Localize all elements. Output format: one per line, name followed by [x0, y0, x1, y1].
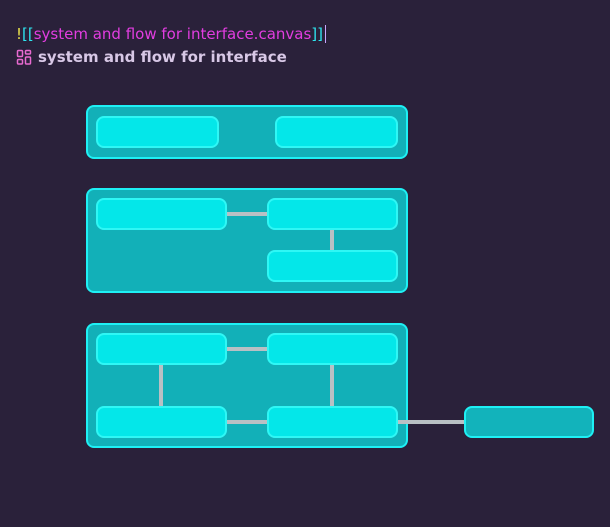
canvas-node[interactable]: [267, 406, 398, 438]
canvas-edge[interactable]: [396, 420, 466, 424]
canvas-node[interactable]: [267, 333, 398, 365]
embed-title[interactable]: system and flow for interface: [16, 46, 287, 68]
canvas-embed[interactable]: [0, 80, 610, 527]
embed-title-text: system and flow for interface: [38, 48, 287, 66]
canvas-node[interactable]: [267, 198, 398, 230]
canvas-edge[interactable]: [330, 364, 334, 406]
canvas-icon: [16, 49, 33, 66]
canvas-edge[interactable]: [226, 420, 268, 424]
canvas-edge[interactable]: [226, 347, 268, 351]
canvas-node[interactable]: [267, 250, 398, 282]
embed-target-link[interactable]: system and flow for interface.canvas: [33, 25, 312, 43]
canvas-node[interactable]: [464, 406, 594, 438]
canvas-node[interactable]: [96, 333, 227, 365]
canvas-node[interactable]: [96, 406, 227, 438]
canvas-edge[interactable]: [226, 212, 268, 216]
canvas-node[interactable]: [96, 116, 219, 148]
open-brackets: [[: [22, 25, 34, 43]
text-cursor: [325, 25, 326, 43]
canvas-edge[interactable]: [159, 364, 163, 406]
canvas-edge[interactable]: [330, 230, 334, 252]
canvas-node[interactable]: [275, 116, 398, 148]
canvas-node[interactable]: [96, 198, 227, 230]
embed-prefix: !: [16, 25, 23, 43]
close-brackets: ]]: [311, 25, 323, 43]
embed-link-line[interactable]: ! [[ system and flow for interface.canva…: [16, 23, 326, 45]
